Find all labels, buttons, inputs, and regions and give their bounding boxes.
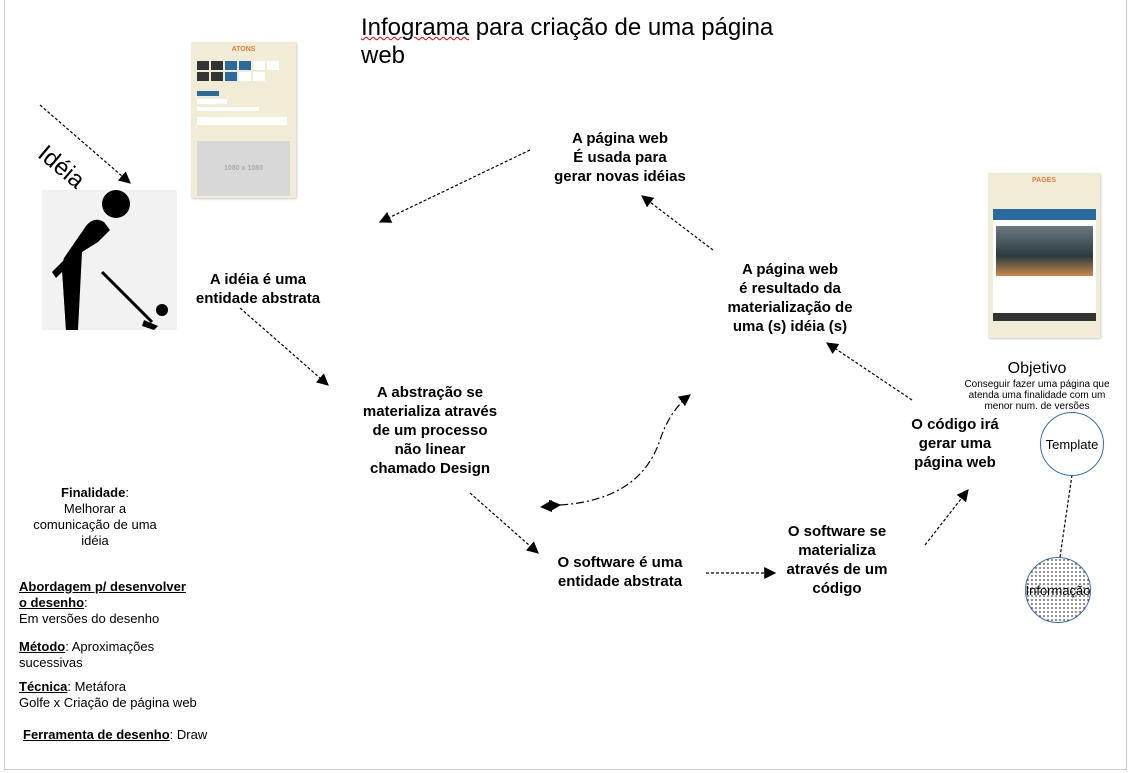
objective-text: Conseguir fazer uma página que atenda um… — [964, 379, 1110, 412]
node-web-result: A página web é resultado da materializaç… — [727, 261, 853, 335]
note-ferramenta: Ferramenta de desenho: Draw — [23, 727, 207, 743]
metodo-label: Método — [19, 639, 66, 654]
page-title: Infograma para criação de uma página web — [361, 14, 773, 70]
pages-heading: PAGES — [1032, 177, 1056, 184]
objective-title: Objetivo — [1007, 360, 1067, 377]
note-tecnica: Técnica: Metáfora Golfe x Criação de pág… — [19, 679, 197, 711]
node-idea-abstract: A idéia é uma entidade abstrata — [195, 271, 321, 307]
abordagem-text: Em versões do desenho — [19, 611, 160, 626]
node-abstraction: A abstração se materializa através de um… — [362, 384, 498, 477]
title-first-word: Infograma — [361, 14, 470, 41]
finalidade-text: Melhorar a comunicação de uma idéia — [33, 501, 157, 548]
title-rest: para criação de uma página web — [361, 14, 774, 69]
ferramenta-label: Ferramenta de desenho — [23, 727, 170, 742]
metodo-text: : Aproximações sucessivas — [19, 639, 155, 670]
golfer-icon — [52, 190, 168, 330]
finalidade-label: Finalidade — [61, 485, 126, 500]
arrow-design-loop — [548, 394, 691, 512]
arrow-to-new-ideas — [641, 195, 714, 251]
arrow-to-result — [826, 342, 913, 401]
golfer-image — [42, 190, 177, 330]
arrow-to-abstraction — [239, 307, 329, 386]
tecnica-label: Técnica — [19, 679, 68, 694]
node-web-new-ideas: A página web É usada para gerar novas id… — [554, 130, 686, 185]
template-circle: Template — [1040, 412, 1104, 476]
pages-mockup: PAGES — [988, 173, 1100, 338]
tecnica-text: : Metáfora Golfe x Criação de página web — [19, 679, 197, 710]
arrow-to-idea-image — [378, 149, 531, 223]
arrow-idea — [39, 104, 131, 184]
node-software-abstract: O software é uma entidade abstrata — [557, 554, 683, 590]
template-info-link — [1059, 474, 1073, 558]
atoms-heading: ATONS — [231, 46, 256, 53]
abordagem-label: Abordagem p/ desenvolver o desenho — [19, 579, 186, 610]
note-finalidade: Finalidade:Melhorar a comunicação de uma… — [33, 485, 157, 548]
page-frame — [4, 0, 1127, 770]
arrow-to-generate — [924, 489, 969, 546]
image-placeholder: 1080 x 1080 — [197, 141, 290, 196]
node-code-generates: O código irá gerar uma página web — [911, 416, 999, 471]
atoms-mockup: ATONS 1080 x 1080 — [191, 42, 296, 198]
node-software-materializes: O software se materializa através de um … — [786, 523, 888, 597]
information-circle: Informação — [1025, 557, 1091, 623]
ferramenta-text: : Draw — [169, 727, 208, 742]
arrow-to-software — [469, 492, 539, 554]
note-metodo: Método: Aproximações sucessivas — [19, 639, 154, 671]
note-abordagem: Abordagem p/ desenvolver o desenho:Em ve… — [19, 579, 186, 626]
